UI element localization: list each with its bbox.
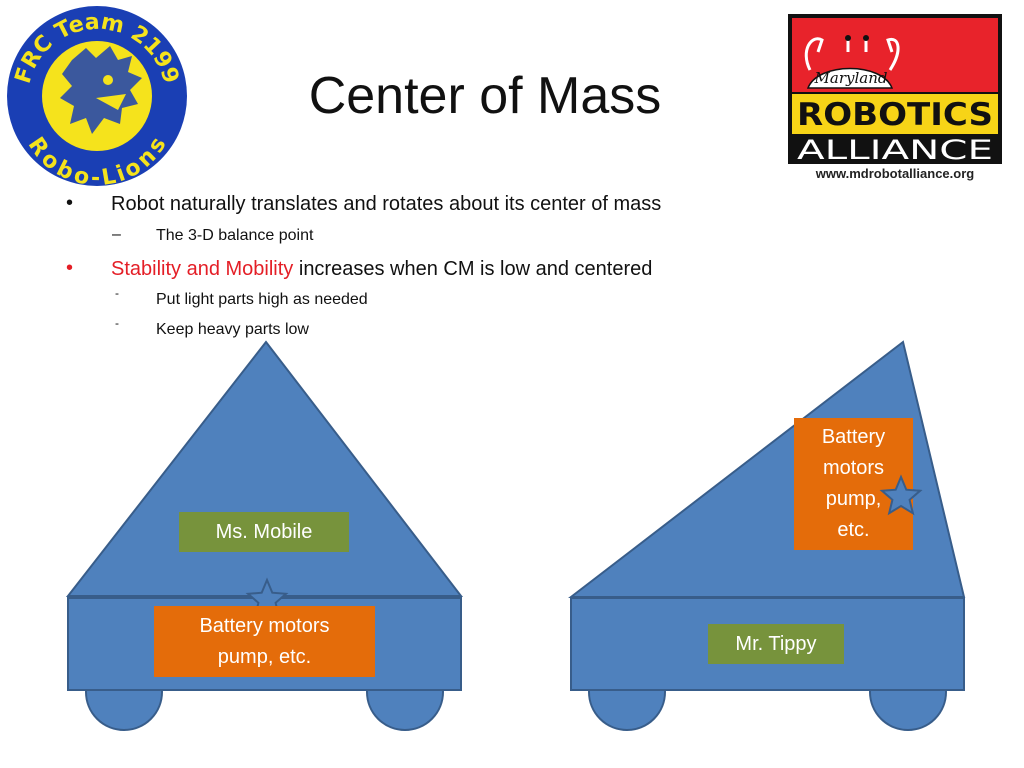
bullet-marker-red: • xyxy=(66,257,74,279)
right-parts-line-4: etc. xyxy=(837,519,870,541)
tick-marker: - xyxy=(115,316,119,330)
right-parts-line-3: pump, xyxy=(825,488,882,510)
frc-team-logo: FRC Team 2199 Robo-Lions xyxy=(7,6,187,191)
slide-title: Center of Mass xyxy=(308,67,662,125)
bullet-item-2-sub-1: Put light parts high as needed xyxy=(156,291,368,308)
alliance-logo-alliance-text: ALLIANCE xyxy=(797,135,993,166)
bullet-marker: • xyxy=(66,192,74,214)
alliance-logo-url: www.mdrobotalliance.org xyxy=(815,166,975,181)
lion-head-icon xyxy=(60,46,142,134)
alliance-logo-state: Maryland xyxy=(814,69,888,87)
left-parts-line-1: Battery motors xyxy=(199,614,330,637)
bullet-item-2-sub-2: Keep heavy parts low xyxy=(156,321,309,338)
left-parts-line-2: pump, etc. xyxy=(217,645,312,668)
right-robot-parts-label: Battery motors pump, etc. xyxy=(794,418,913,550)
bullet-item-1-sub: The 3-D balance point xyxy=(156,227,314,244)
left-robot-parts-label: Battery motors pump, etc. xyxy=(154,606,375,677)
alliance-logo-robotics-text: ROBOTICS xyxy=(797,97,993,133)
bullet-item-1: Robot naturally translates and rotates a… xyxy=(111,193,662,215)
left-robot-triangle xyxy=(65,340,464,597)
dash-marker: – xyxy=(112,226,121,243)
right-parts-line-2: motors xyxy=(822,457,885,479)
left-robot xyxy=(65,340,464,731)
bullet-item-2: Stability and Mobility increases when CM… xyxy=(111,258,652,281)
ms-mobile-label: Ms. Mobile xyxy=(179,512,349,552)
tick-marker: - xyxy=(115,286,119,300)
stability-mobility-highlight: Stability and Mobility xyxy=(111,258,294,280)
mr-tippy-label: Mr. Tippy xyxy=(708,624,844,664)
robotics-alliance-logo: Maryland ROBOTICS ALLIANCE xyxy=(788,14,1002,166)
right-parts-line-1: Battery xyxy=(821,426,886,448)
alliance-logo-yellow-panel xyxy=(792,94,998,134)
crab-icon xyxy=(804,37,900,71)
bullet-item-2-rest: increases when CM is low and centered xyxy=(293,258,653,280)
